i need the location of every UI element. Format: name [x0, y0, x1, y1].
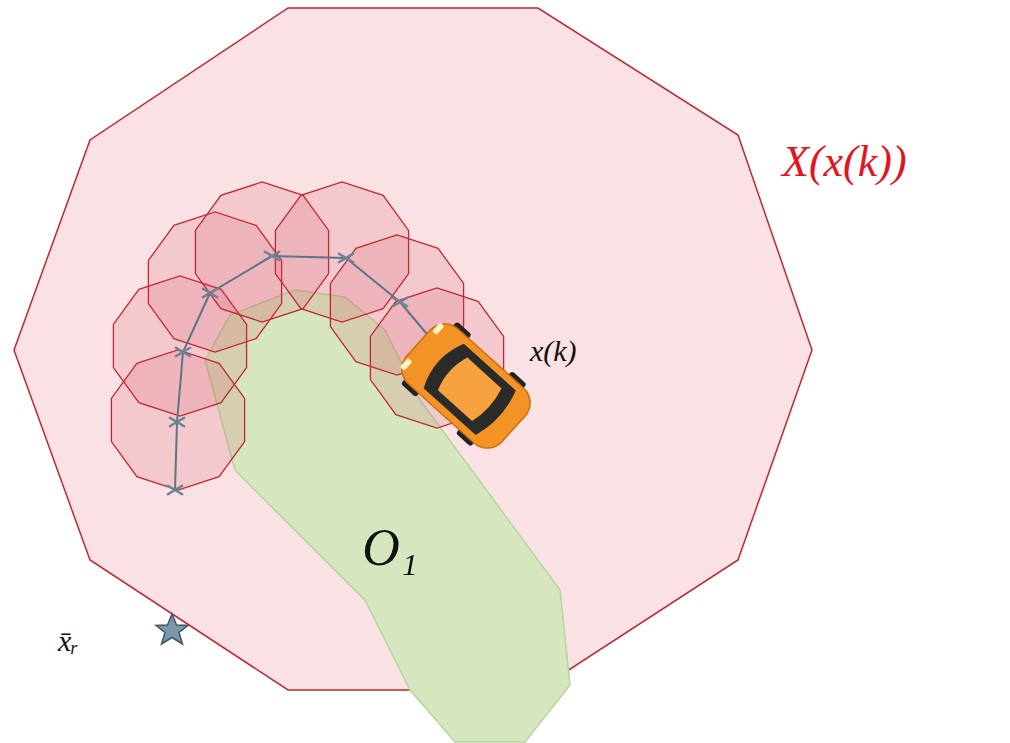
reference-star: [156, 614, 188, 644]
state-marker: [202, 288, 218, 298]
obstacle-label: O₁: [362, 519, 418, 576]
state-marker: [175, 347, 191, 357]
constraint-set-label: X(x(k)): [782, 138, 907, 186]
headlight: [432, 322, 444, 335]
state-marker: [338, 253, 354, 263]
car-icon: [390, 312, 541, 460]
reference-label: x̄ᵣ: [58, 624, 79, 657]
headlight: [400, 358, 412, 371]
car-cabin: [418, 339, 519, 438]
state-marker: [167, 485, 183, 495]
state-marker: [169, 417, 185, 427]
trajectory: [167, 251, 432, 495]
car-body: [394, 316, 539, 457]
trajectory-line: [175, 256, 432, 490]
state-label: x(k): [530, 334, 577, 367]
state-marker: [392, 297, 408, 307]
state-marker: [264, 251, 280, 261]
car-roof: [435, 355, 504, 423]
